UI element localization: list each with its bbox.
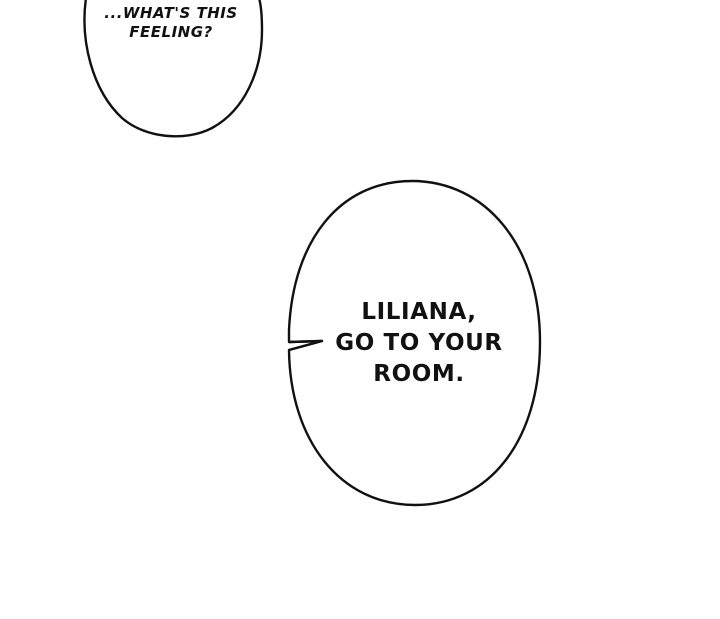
bubble-top-line-2: FEELING? <box>129 23 213 41</box>
bubble-main-text: LILIANA, GO TO YOUR ROOM. <box>300 297 538 390</box>
bubble-top-text: ...WHAT'S THIS FEELING? <box>84 4 258 42</box>
speech-bubble-top <box>83 0 264 138</box>
bubble-main-line-2: GO TO YOUR <box>335 330 503 356</box>
speech-bubble-tail <box>288 339 324 352</box>
bubble-top-line-1: ...WHAT'S THIS <box>104 4 238 22</box>
speech-bubble-main <box>287 179 542 507</box>
bubble-main-line-1: LILIANA, <box>361 299 477 325</box>
bubble-main-line-3: ROOM. <box>373 361 465 387</box>
